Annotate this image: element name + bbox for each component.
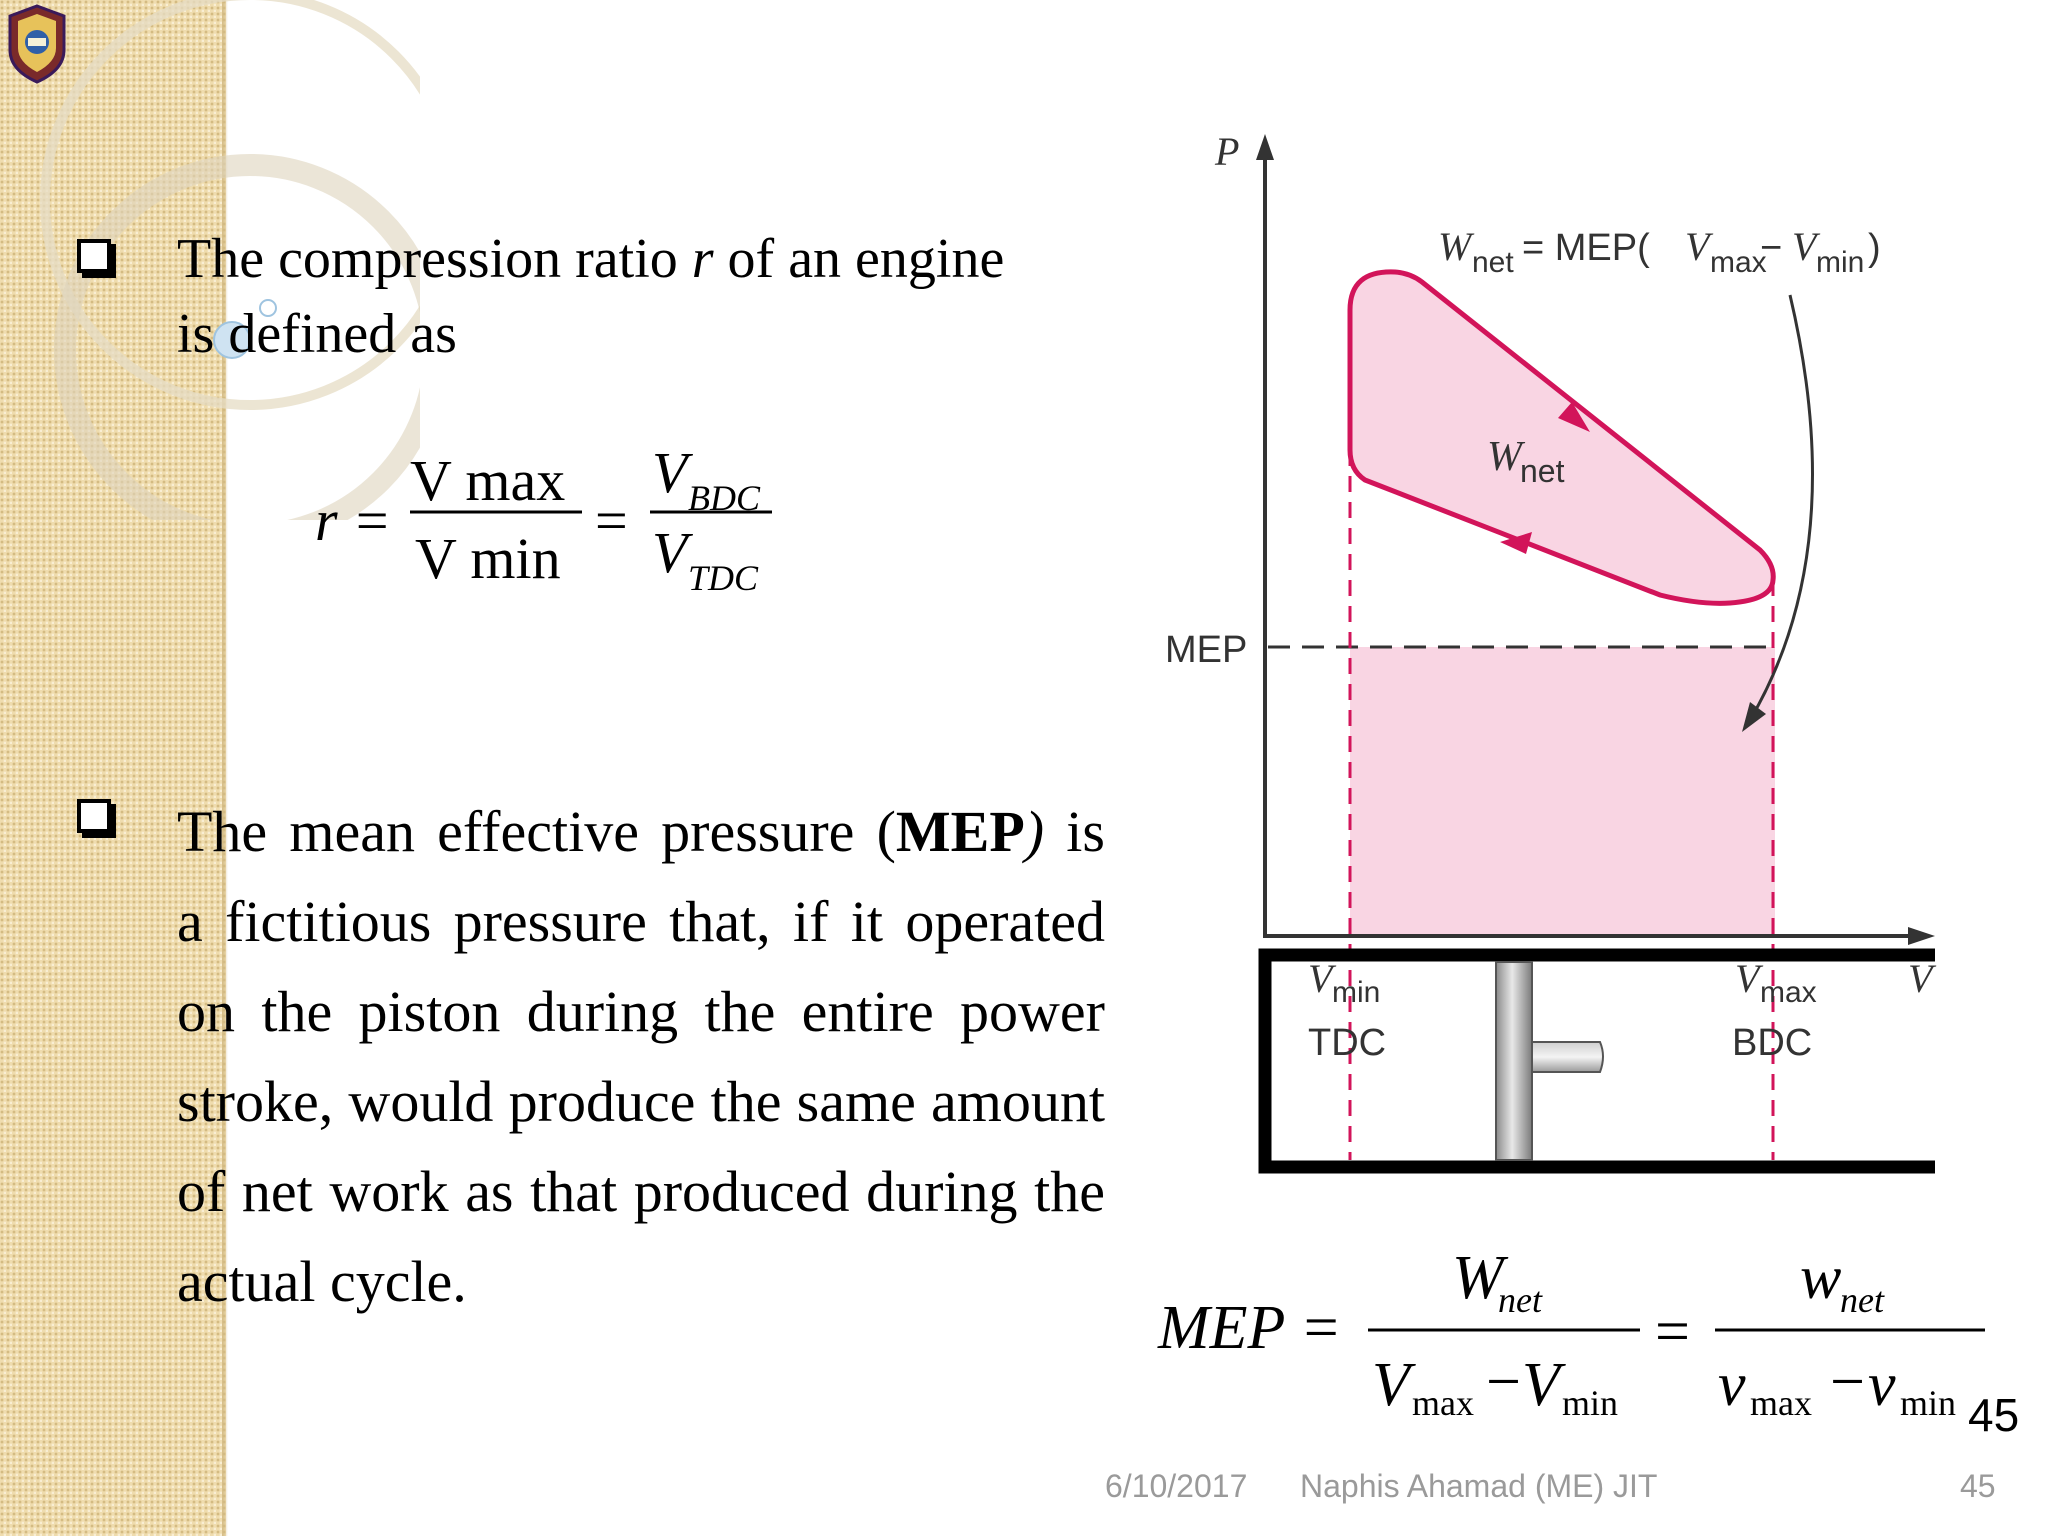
cycle-loop	[1347, 269, 1776, 606]
svg-text:MEP: MEP	[1165, 629, 1247, 671]
svg-text:max: max	[1750, 1383, 1812, 1423]
svg-text:V: V	[1735, 956, 1764, 1001]
mep-definition-paragraph: The mean effective pressure (MEP) is a f…	[177, 799, 1105, 1314]
arrow-left-icon	[1500, 532, 1532, 554]
left-decorative-band	[0, 0, 226, 1536]
checkbox-bullet-icon	[77, 239, 111, 273]
mep-rectangle-area	[1350, 647, 1775, 937]
mep-equation: MEP = W net V max − V min = w net v max …	[1157, 1244, 1985, 1423]
svg-text:V: V	[652, 520, 694, 585]
pointer-arrow-icon	[1742, 702, 1766, 732]
svg-text:V: V	[1792, 224, 1821, 269]
svg-text:r =: r =	[315, 488, 391, 553]
svg-text:net: net	[1498, 1280, 1543, 1320]
svg-text:min: min	[1332, 976, 1380, 1009]
v-axis-arrow-icon	[1908, 927, 1935, 945]
p-axis-arrow-icon	[1256, 134, 1274, 160]
footer-date: 6/10/2017	[1105, 1468, 1248, 1504]
arrow-down-icon	[1558, 402, 1590, 432]
piston-rod	[1531, 1041, 1604, 1073]
svg-text:−: −	[1760, 227, 1782, 269]
svg-text:V: V	[1372, 1351, 1416, 1419]
svg-text:min: min	[1900, 1383, 1956, 1423]
svg-text:): )	[1868, 227, 1881, 269]
footer-author: Naphis Ahamad (ME) JIT	[1300, 1468, 1658, 1504]
svg-text:=: =	[595, 488, 628, 553]
checkbox-bullet-icon	[77, 799, 111, 833]
svg-text:V: V	[1908, 956, 1937, 1001]
svg-text:V max: V max	[410, 448, 565, 513]
svg-text:V: V	[652, 440, 694, 505]
pv-diagram: P V MEP W net W net = MEP( V max − V min…	[1165, 130, 1937, 1174]
svg-text:v: v	[1718, 1351, 1746, 1419]
svg-text:max: max	[1412, 1383, 1474, 1423]
svg-text:= MEP(: = MEP(	[1522, 227, 1650, 269]
svg-text:min: min	[1816, 246, 1864, 279]
svg-text:=: =	[1655, 1298, 1690, 1366]
bullet1-line2: is defined as	[177, 303, 457, 365]
piston	[1495, 961, 1533, 1161]
slide-number: 45	[1968, 1389, 2020, 1441]
svg-text:v: v	[1868, 1351, 1896, 1419]
svg-text:TDC: TDC	[1308, 1022, 1386, 1064]
svg-text:V min: V min	[415, 526, 561, 591]
svg-text:min: min	[1562, 1383, 1618, 1423]
svg-text:net: net	[1520, 453, 1565, 489]
svg-text:max: max	[1760, 976, 1817, 1009]
svg-text:max: max	[1710, 246, 1767, 279]
svg-text:V: V	[1308, 956, 1337, 1001]
svg-text:net: net	[1840, 1280, 1885, 1320]
footer-page-number: 45	[1960, 1468, 1996, 1504]
svg-text:BDC: BDC	[1732, 1022, 1812, 1064]
svg-text:TDC: TDC	[688, 558, 759, 598]
svg-text:W: W	[1452, 1244, 1509, 1312]
cylinder	[1258, 948, 1935, 1174]
svg-text:W: W	[1438, 224, 1475, 269]
svg-text:−: −	[1830, 1348, 1865, 1416]
left-band-edge	[222, 0, 228, 1536]
institution-logo-icon	[8, 4, 66, 84]
compression-ratio-equation: r = V max V min = V BDC V TDC	[315, 440, 772, 598]
svg-text:V: V	[1685, 224, 1714, 269]
svg-text:V: V	[1522, 1351, 1566, 1419]
svg-text:P: P	[1214, 130, 1239, 174]
svg-text:MEP =: MEP =	[1157, 1294, 1342, 1362]
bullet1-line1: The compression ratio r of an engine	[177, 228, 1005, 290]
decorative-rings	[40, 0, 420, 520]
svg-text:net: net	[1472, 246, 1514, 279]
svg-text:W: W	[1487, 434, 1526, 480]
svg-text:−: −	[1486, 1348, 1521, 1416]
svg-text:w: w	[1800, 1244, 1841, 1312]
